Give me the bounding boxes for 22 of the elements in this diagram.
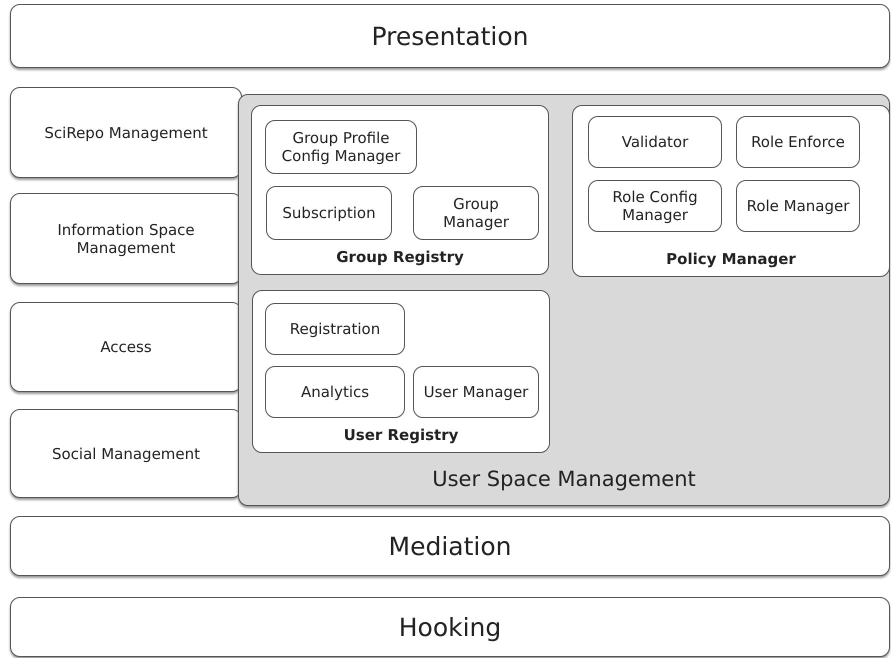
component-box: Group Profile Config Manager xyxy=(265,120,417,174)
component-box: Validator xyxy=(588,116,722,168)
layer-box: Hooking xyxy=(10,597,890,657)
component-box: Analytics xyxy=(265,366,405,418)
layer-box: Presentation xyxy=(10,4,890,68)
component-box: User Manager xyxy=(413,366,539,418)
module-box: SciRepo Management xyxy=(10,87,242,178)
component-box: Role Enforce xyxy=(736,116,860,168)
group-title: Group Registry xyxy=(335,248,465,266)
layer-box: Mediation xyxy=(10,516,890,576)
group-panel xyxy=(252,290,550,453)
group-panel xyxy=(251,105,549,275)
area-title: User Space Management xyxy=(431,467,697,491)
area-panel xyxy=(238,94,890,506)
component-box: Role Manager xyxy=(736,180,860,232)
component-box: Registration xyxy=(265,303,405,355)
component-box: Role Config Manager xyxy=(588,180,722,232)
group-title: Policy Manager xyxy=(665,250,797,268)
group-title: User Registry xyxy=(342,426,460,444)
group-panel xyxy=(572,105,890,277)
component-box: Group Manager xyxy=(413,186,539,240)
component-box: Subscription xyxy=(266,186,392,240)
